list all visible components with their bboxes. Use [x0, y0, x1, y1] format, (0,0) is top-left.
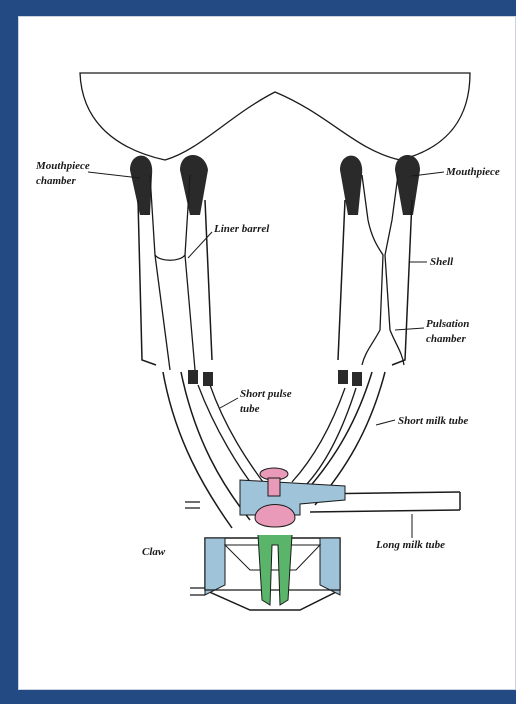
- long-milk-tube-lower: [310, 510, 460, 512]
- leader-pulsation-chamber: [395, 328, 424, 330]
- udder-outline: [80, 73, 470, 160]
- left-mouthpiece-cap-outer: [130, 156, 152, 215]
- label-mouthpiece: Mouthpiece: [445, 166, 500, 178]
- right-short-pulse-tube: [292, 388, 356, 486]
- label-short-milk-tube: Short milk tube: [398, 415, 468, 427]
- claw-hook: [190, 588, 205, 595]
- claw-top-fitting: [240, 480, 345, 515]
- left-shell-fitting-2: [203, 372, 213, 386]
- label-mouthpiece-chamber-line1: Mouthpiece: [35, 160, 90, 172]
- leader-short-pulse-tube: [220, 398, 238, 408]
- right-mouthpiece-cap-inner: [340, 156, 362, 215]
- label-mouthpiece-chamber-line2: chamber: [36, 175, 76, 187]
- left-mouthpiece-cap-inner: [180, 155, 208, 215]
- left-shell-fitting-1: [188, 370, 198, 384]
- claw: [185, 468, 345, 610]
- left-teat-cup: [130, 155, 266, 528]
- left-short-milk-tube: [163, 372, 250, 528]
- leader-liner-barrel: [188, 232, 212, 258]
- label-short-pulse-tube-line2: tube: [240, 403, 260, 415]
- label-shell: Shell: [430, 256, 454, 268]
- right-mouthpiece-cap-outer: [395, 155, 420, 215]
- label-pulsation-chamber-line1: Pulsation: [426, 318, 469, 330]
- right-shell-fitting-2: [352, 372, 362, 386]
- label-short-pulse-tube-line1: Short pulse: [240, 388, 292, 400]
- label-pulsation-chamber-line2: chamber: [426, 333, 466, 345]
- claw-right-wall: [320, 538, 340, 595]
- label-claw: Claw: [142, 546, 166, 558]
- right-liner-collapsed: [362, 175, 404, 365]
- valve-diaphragm: [255, 505, 295, 528]
- valve-stem: [268, 478, 280, 496]
- left-liner-lower: [155, 255, 195, 370]
- claw-left-wall: [205, 538, 225, 595]
- left-shell-inner-wall: [205, 200, 212, 360]
- claw-hook-top: [185, 502, 200, 508]
- right-shell-inner-wall: [338, 200, 345, 360]
- label-long-milk-tube: Long milk tube: [375, 539, 445, 551]
- leader-short-milk-tube: [376, 420, 395, 425]
- label-liner-barrel: Liner barrel: [213, 223, 270, 235]
- right-shell-fitting-1: [338, 370, 348, 384]
